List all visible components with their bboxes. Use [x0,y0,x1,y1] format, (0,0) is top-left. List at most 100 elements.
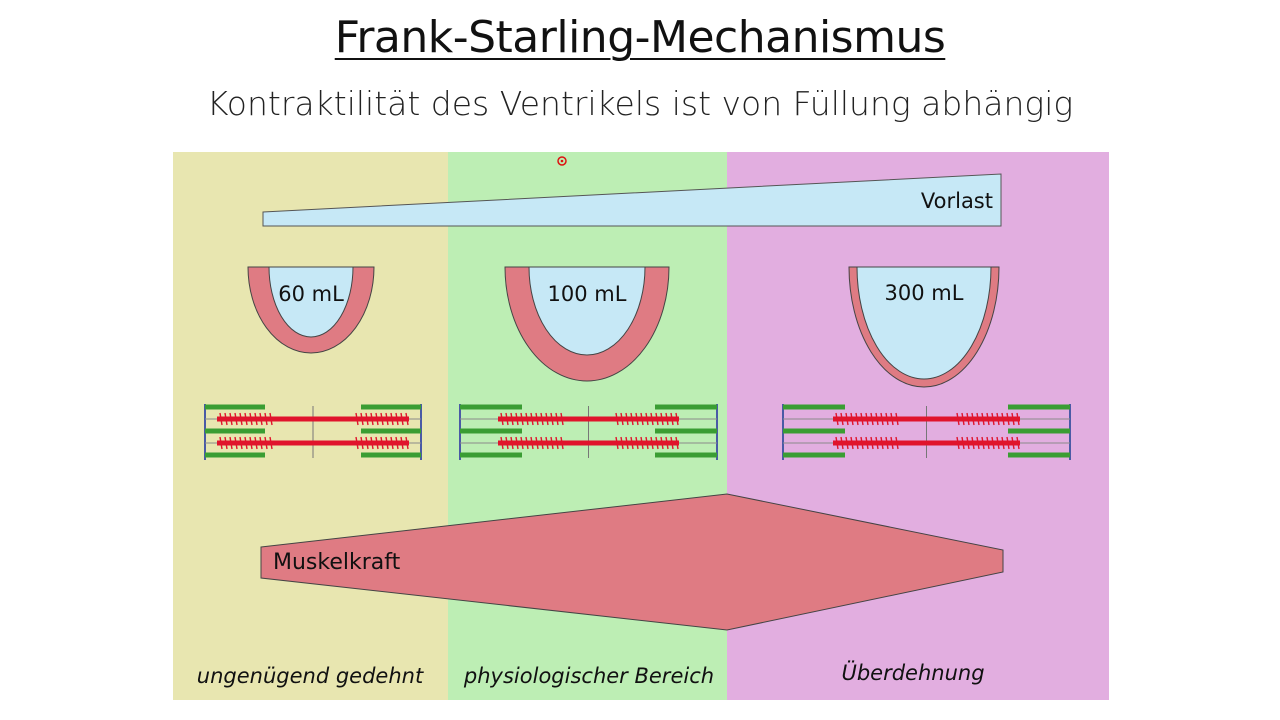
myosin-head [956,412,960,426]
myosin-head [981,436,985,450]
myosin-head [961,436,965,450]
sarcomere-short [204,404,422,460]
myosin-head [650,412,654,426]
myosin-head [555,436,559,450]
myosin-head [259,412,263,426]
myosin-head [525,412,529,426]
zone-label-physiologic: physiologischer Bereich [463,664,714,688]
zone-insufficient-bg [173,152,448,700]
myosin-head [1001,436,1005,450]
myosin-head [405,436,409,450]
myosin-head [845,436,849,450]
ventricle-volume-label: 300 mL [885,281,964,305]
myosin-head [1006,412,1010,426]
myosin-head [219,412,223,426]
myosin-head [660,412,664,426]
myosin-head [870,436,874,450]
myosin-head [380,436,384,450]
myosin-head [991,436,995,450]
myosin-head [620,436,624,450]
muscle-force-shape [260,493,1004,631]
myosin-head [875,412,879,426]
myosin-head [229,412,233,426]
myosin-head [219,436,223,450]
myosin-head [520,436,524,450]
myosin-head [655,436,659,450]
myosin-head [390,412,394,426]
myosin-head [535,412,539,426]
myosin-head [540,412,544,426]
myosin-head [264,436,268,450]
myosin-head [550,436,554,450]
myosin-head [360,412,364,426]
myosin-head [840,436,844,450]
myosin-head [625,412,629,426]
myosin-head [385,412,389,426]
myosin-head [880,412,884,426]
myosin-head [375,436,379,450]
myosin-head [961,412,965,426]
myosin-head [505,412,509,426]
page-title: Frank-Starling-Mechanismus [334,12,946,63]
myosin-head [971,412,975,426]
myosin-head [224,412,228,426]
myosin-head [550,412,554,426]
zone-label-overstretch: Überdehnung [841,660,984,685]
myosin-head [560,436,564,450]
myosin-head [234,412,238,426]
myosin-head [400,412,404,426]
myosin-head [620,412,624,426]
myosin-head [244,436,248,450]
myosin-head [254,436,258,450]
page-subtitle: Kontraktilität des Ventrikels ist von Fü… [206,84,1074,123]
myosin-head [895,436,899,450]
myosin-head [670,412,674,426]
myosin-head [385,436,389,450]
myosin-head [525,436,529,450]
myosin-head [615,412,619,426]
myosin-head [675,436,679,450]
myosin-head [625,436,629,450]
myosin-head [855,436,859,450]
myosin-head [890,412,894,426]
myosin-head [986,436,990,450]
myosin-head [986,412,990,426]
myosin-head [500,412,504,426]
myosin-head [870,412,874,426]
myosin-head [890,436,894,450]
myosin-head [976,436,980,450]
myosin-head [880,436,884,450]
myosin-head [865,436,869,450]
myosin-head [244,412,248,426]
myosin-head [380,412,384,426]
myosin-head [971,436,975,450]
ventricle-volume-label: 60 mL [278,282,344,306]
myosin-head [850,436,854,450]
myosin-head [660,436,664,450]
myosin-head [675,412,679,426]
myosin-head [1016,412,1020,426]
myosin-head [1006,436,1010,450]
frank-starling-diagram: Vorlast 60 mL 100 mL 300 mL Muskelkraft … [173,152,1109,700]
myosin-head [545,412,549,426]
zone-label-insufficient: ungenügend gedehnt [197,664,424,688]
myosin-head [670,436,674,450]
myosin-head [540,436,544,450]
myosin-head [996,412,1000,426]
myosin-head [1011,436,1015,450]
myosin-head [395,436,399,450]
myosin-head [996,436,1000,450]
myosin-head [365,436,369,450]
myosin-head [269,412,273,426]
myosin-head [991,412,995,426]
myosin-head [375,412,379,426]
myosin-head [254,412,258,426]
myosin-head [370,412,374,426]
myosin-head [555,412,559,426]
myosin-head [630,412,634,426]
laser-pointer-dot-icon [557,156,567,166]
preload-label: Vorlast [921,189,993,213]
myosin-head [234,436,238,450]
preload-wedge [262,173,1002,227]
myosin-head [860,412,864,426]
